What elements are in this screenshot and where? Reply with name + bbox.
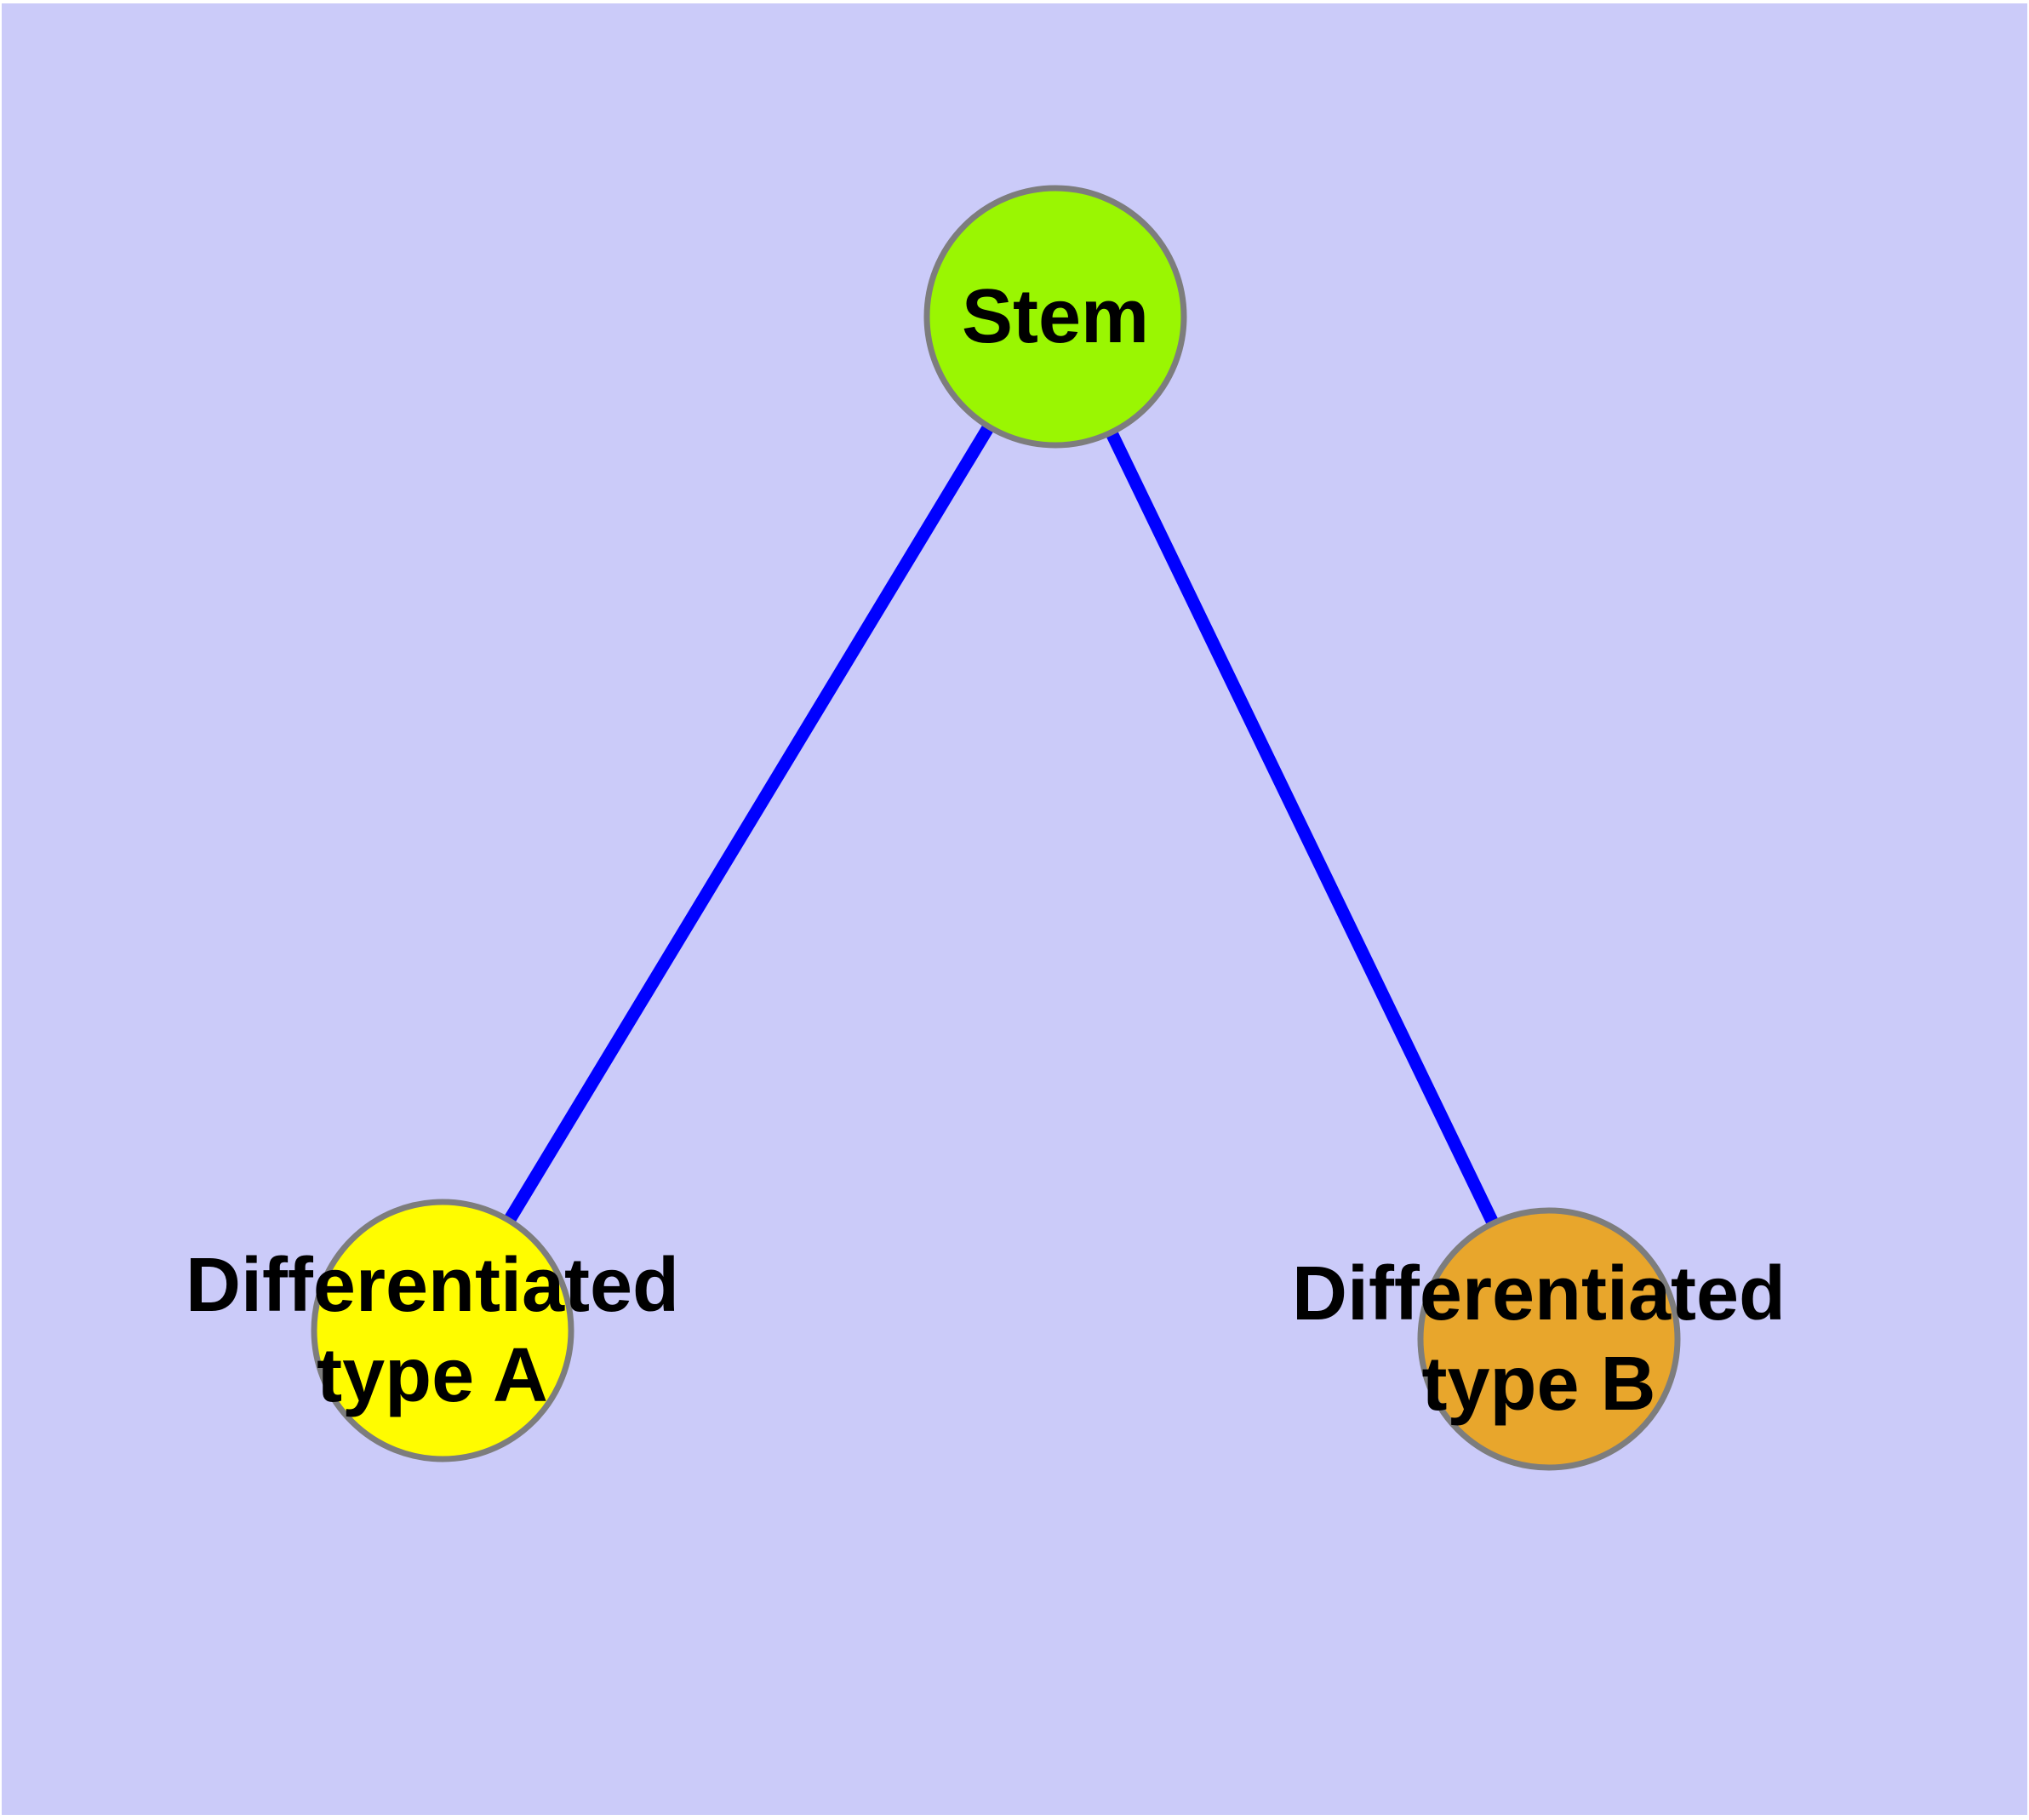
node-differentiated-type-b (1417, 1207, 1681, 1471)
node-type-a-label-line1: Differentiated (186, 1243, 679, 1328)
edge-stem-to-type-b (1049, 313, 1555, 1342)
node-type-a-label-line2: type A (317, 1333, 548, 1418)
node-type-b-label-line1: Differentiated (1292, 1251, 1786, 1336)
node-type-b-label-line2: type B (1421, 1342, 1655, 1427)
node-stem (923, 185, 1187, 449)
node-stem-label: Stem (962, 274, 1149, 359)
node-differentiated-type-a (311, 1199, 574, 1462)
edge-stem-to-type-a (437, 313, 1061, 1334)
